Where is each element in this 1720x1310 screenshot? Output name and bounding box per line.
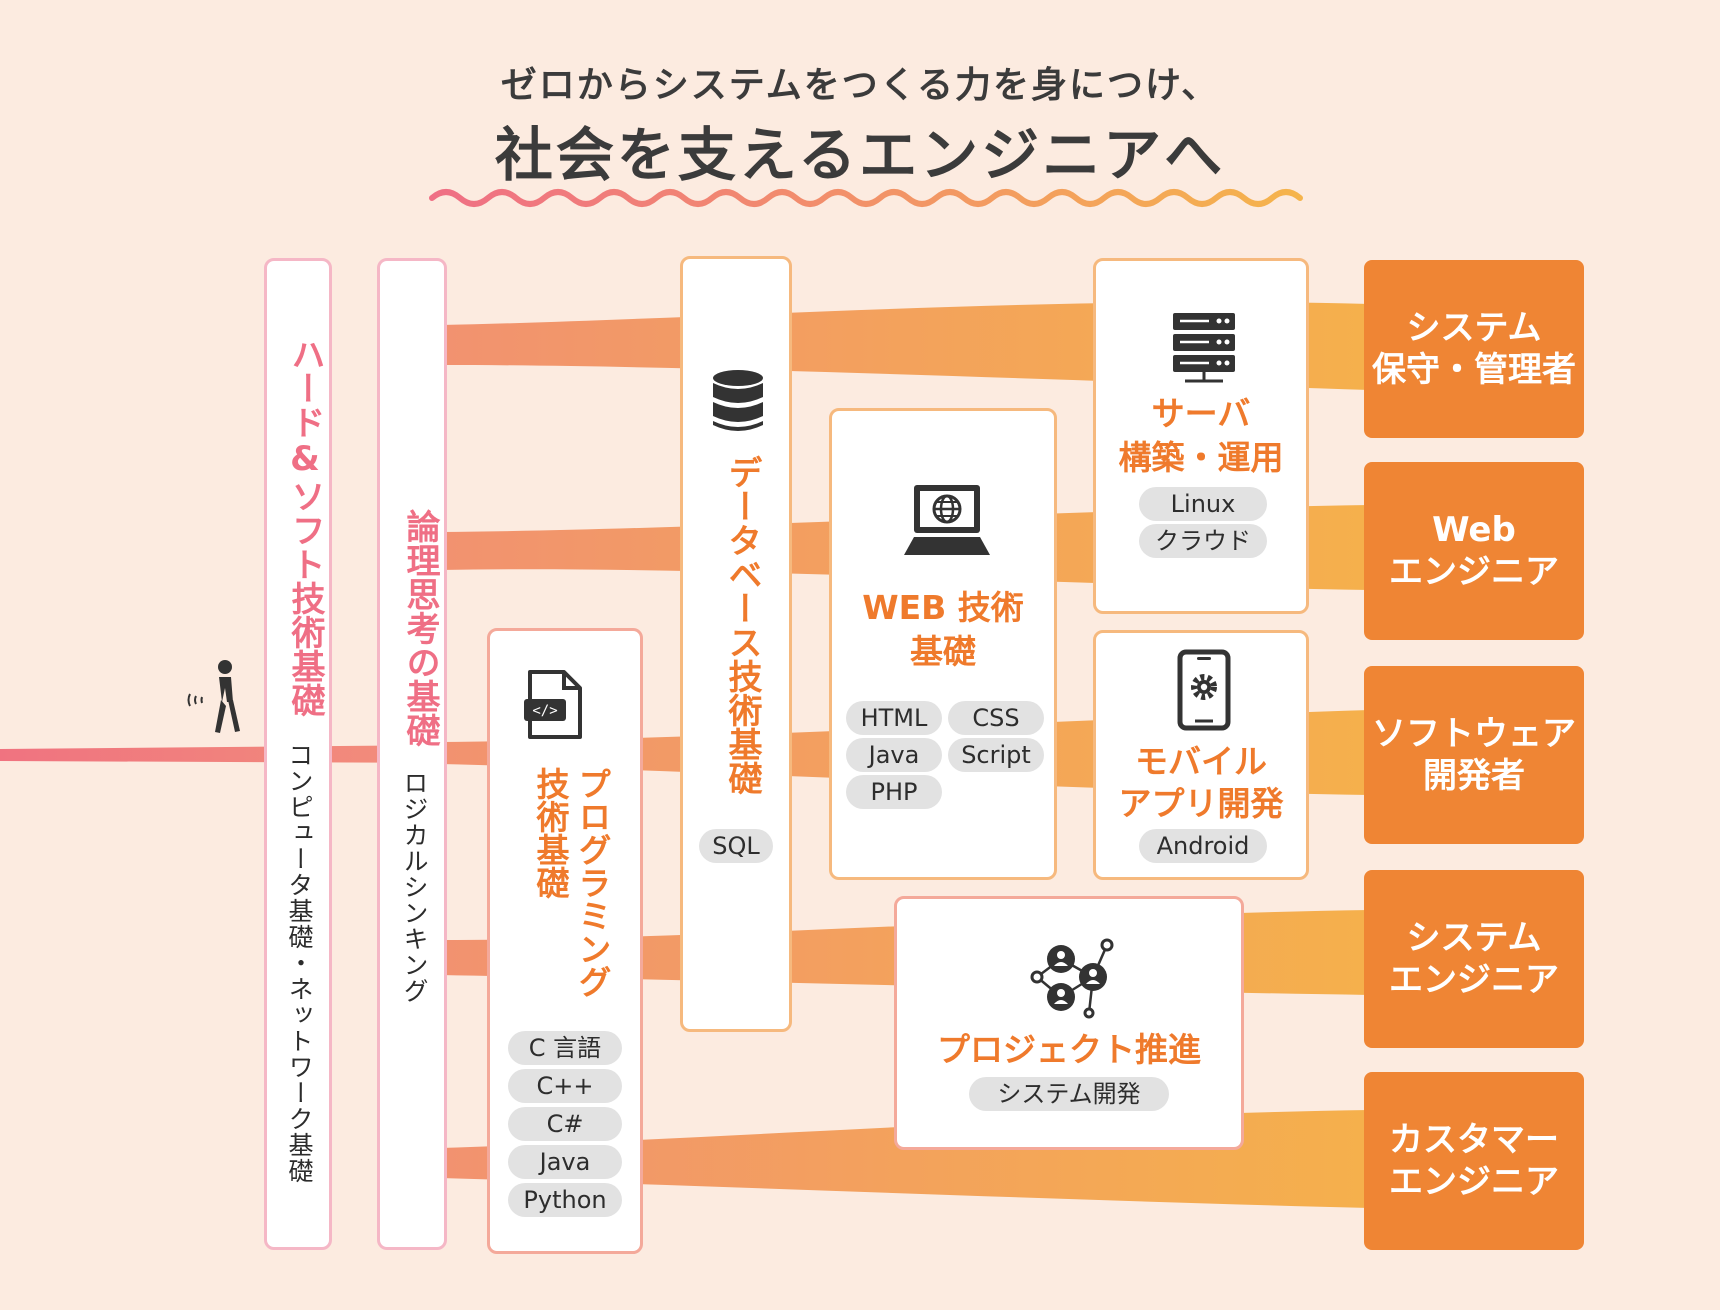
wavy-underline <box>429 189 1303 207</box>
pill-java: Java <box>508 1145 622 1179</box>
pill-sql: SQL <box>699 829 773 863</box>
logic-foundation-card: 論理思考の基礎 <box>377 258 447 1250</box>
server-title-line1: サーバ <box>1151 394 1251 433</box>
career-line2: エンジニア <box>1389 552 1559 592</box>
database-title: データベース技術基礎 <box>722 455 762 795</box>
pill-script: Script <box>948 738 1044 772</box>
pill-system-dev: システム開発 <box>969 1077 1169 1111</box>
programming-title-col1: プログラミング <box>573 767 612 998</box>
svg-text:</>: </> <box>532 703 557 719</box>
career-customer-engineer: カスタマー エンジニア <box>1364 1072 1584 1250</box>
pill-c: C 言語 <box>508 1031 622 1065</box>
laptop-globe-icon <box>904 485 990 555</box>
heading-line2: 社会を支えるエンジニアへ <box>494 121 1226 189</box>
database-card: データベース技術基礎 SQL <box>680 256 792 1032</box>
server-icon <box>1173 313 1235 383</box>
mobile-title-line2: アプリ開発 <box>1118 784 1284 823</box>
team-network-icon <box>1030 938 1114 1019</box>
pill-cpp: C++ <box>508 1069 622 1103</box>
smartphone-gear-icon <box>1177 649 1231 731</box>
career-line2: 開発者 <box>1423 756 1525 796</box>
career-system-engineer: システム エンジニア <box>1364 870 1584 1048</box>
pill-linux: Linux <box>1139 487 1267 521</box>
career-line1: Web <box>1432 509 1516 550</box>
pill-php: PHP <box>846 775 942 809</box>
logic-title: 論理思考の基礎 <box>400 509 440 747</box>
programming-card: </> プログラミング 技術基礎 C 言語 C++ C# Java Python <box>487 628 643 1254</box>
career-line1: カスタマー <box>1389 1119 1559 1160</box>
pill-html: HTML <box>846 701 942 735</box>
career-system-maintenance: システム 保守・管理者 <box>1364 260 1584 438</box>
pill-csharp: C# <box>508 1107 622 1141</box>
mobile-card: モバイル アプリ開発 Android <box>1093 630 1309 880</box>
entry-line <box>0 745 455 763</box>
web-title-line2: 基礎 <box>910 632 976 671</box>
career-line2: 保守・管理者 <box>1372 350 1576 390</box>
pill-android: Android <box>1139 829 1267 863</box>
project-title: プロジェクト推進 <box>937 1030 1201 1069</box>
programming-title-col2: 技術基礎 <box>531 767 570 899</box>
hardsoft-subtitle: コンピュータ基礎・ネットワーク基礎 <box>285 742 314 1184</box>
career-web-engineer: Web エンジニア <box>1364 462 1584 640</box>
career-line1: システム <box>1406 917 1542 958</box>
logic-subtitle: ロジカルシンキング <box>400 770 429 1004</box>
server-card: サーバ 構築・運用 Linux クラウド <box>1093 258 1309 614</box>
walking-person-icon <box>187 660 240 733</box>
code-file-icon: </> <box>524 670 582 739</box>
career-line2: エンジニア <box>1389 960 1559 1000</box>
career-line1: ソフトウェア <box>1372 713 1576 754</box>
career-software-developer: ソフトウェア 開発者 <box>1364 666 1584 844</box>
heading-line1: ゼロからシステムをつくる力を身につけ、 <box>500 65 1220 106</box>
pill-cloud: クラウド <box>1139 524 1267 558</box>
project-card: プロジェクト推進 システム開発 <box>894 896 1244 1150</box>
pill-css: CSS <box>948 701 1044 735</box>
hardsoft-foundation-card: ハード&ソフト技術基礎 <box>264 258 332 1250</box>
database-icon <box>713 370 763 431</box>
mobile-title-line1: モバイル <box>1135 742 1267 781</box>
career-line2: エンジニア <box>1389 1162 1559 1202</box>
hardsoft-title: ハード&ソフト技術基礎 <box>285 337 325 717</box>
web-title-line1: WEB 技術 <box>862 588 1024 627</box>
web-card: WEB 技術 基礎 HTML CSS Java Script PHP <box>829 408 1057 880</box>
server-title-line2: 構築・運用 <box>1118 438 1284 477</box>
career-line1: システム <box>1406 307 1542 348</box>
pill-python: Python <box>508 1183 622 1217</box>
pill-java-web: Java <box>846 738 942 772</box>
